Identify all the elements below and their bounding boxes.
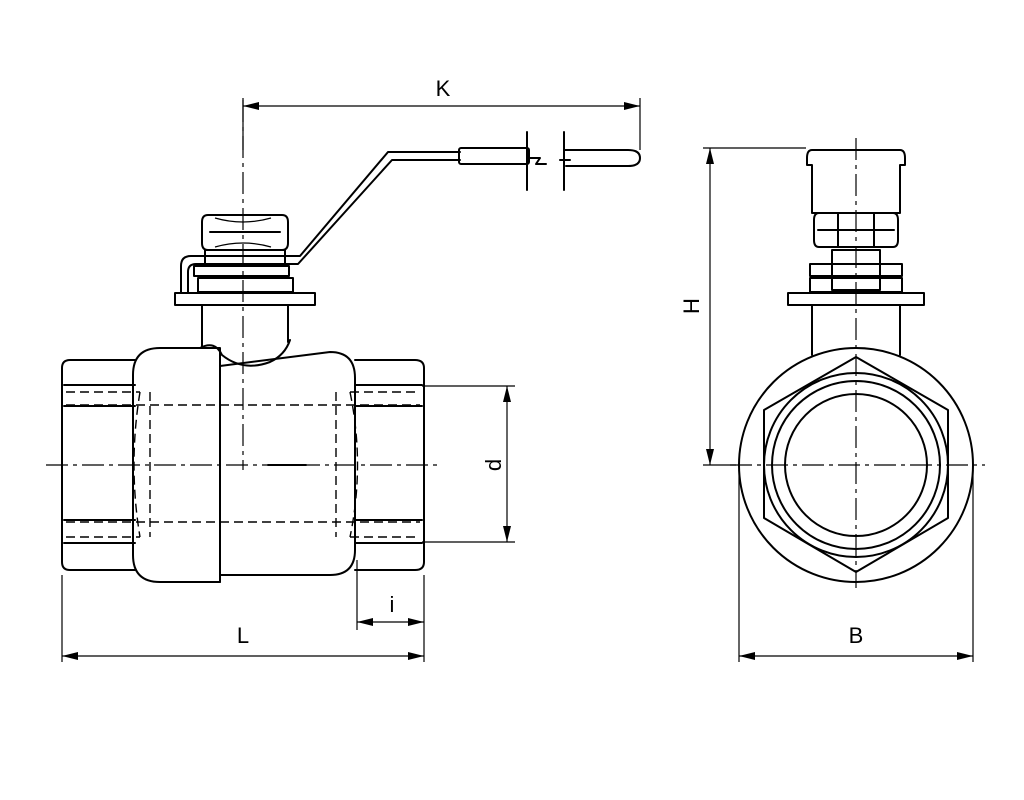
dimension-L: L bbox=[61, 575, 425, 662]
label-L: L bbox=[237, 623, 249, 648]
left-end-connector bbox=[61, 359, 136, 571]
label-H: H bbox=[679, 298, 704, 314]
side-outer-body bbox=[738, 347, 974, 583]
side-hex-port bbox=[763, 356, 949, 573]
right-end-connector bbox=[354, 359, 425, 571]
side-port-ring-mid bbox=[771, 380, 941, 550]
valve-body bbox=[132, 304, 356, 583]
lever-handle bbox=[180, 131, 641, 293]
dimension-d: d bbox=[422, 385, 515, 543]
label-i: i bbox=[390, 592, 395, 617]
label-d: d bbox=[481, 459, 506, 471]
dimension-i: i bbox=[356, 560, 425, 630]
dimension-B: B bbox=[738, 470, 974, 662]
side-view: H B bbox=[679, 138, 985, 662]
side-stem-assembly bbox=[809, 212, 903, 293]
dimension-H: H bbox=[679, 147, 806, 466]
label-K: K bbox=[436, 76, 451, 101]
stem-assembly bbox=[174, 214, 316, 306]
front-view: K d i L bbox=[46, 76, 641, 662]
label-B: B bbox=[849, 623, 864, 648]
hidden-bore bbox=[66, 391, 420, 538]
side-port-ring-outer bbox=[763, 372, 949, 558]
side-lever-handle bbox=[806, 149, 906, 214]
dimension-K: K bbox=[242, 76, 641, 150]
side-port-bore bbox=[784, 393, 928, 537]
